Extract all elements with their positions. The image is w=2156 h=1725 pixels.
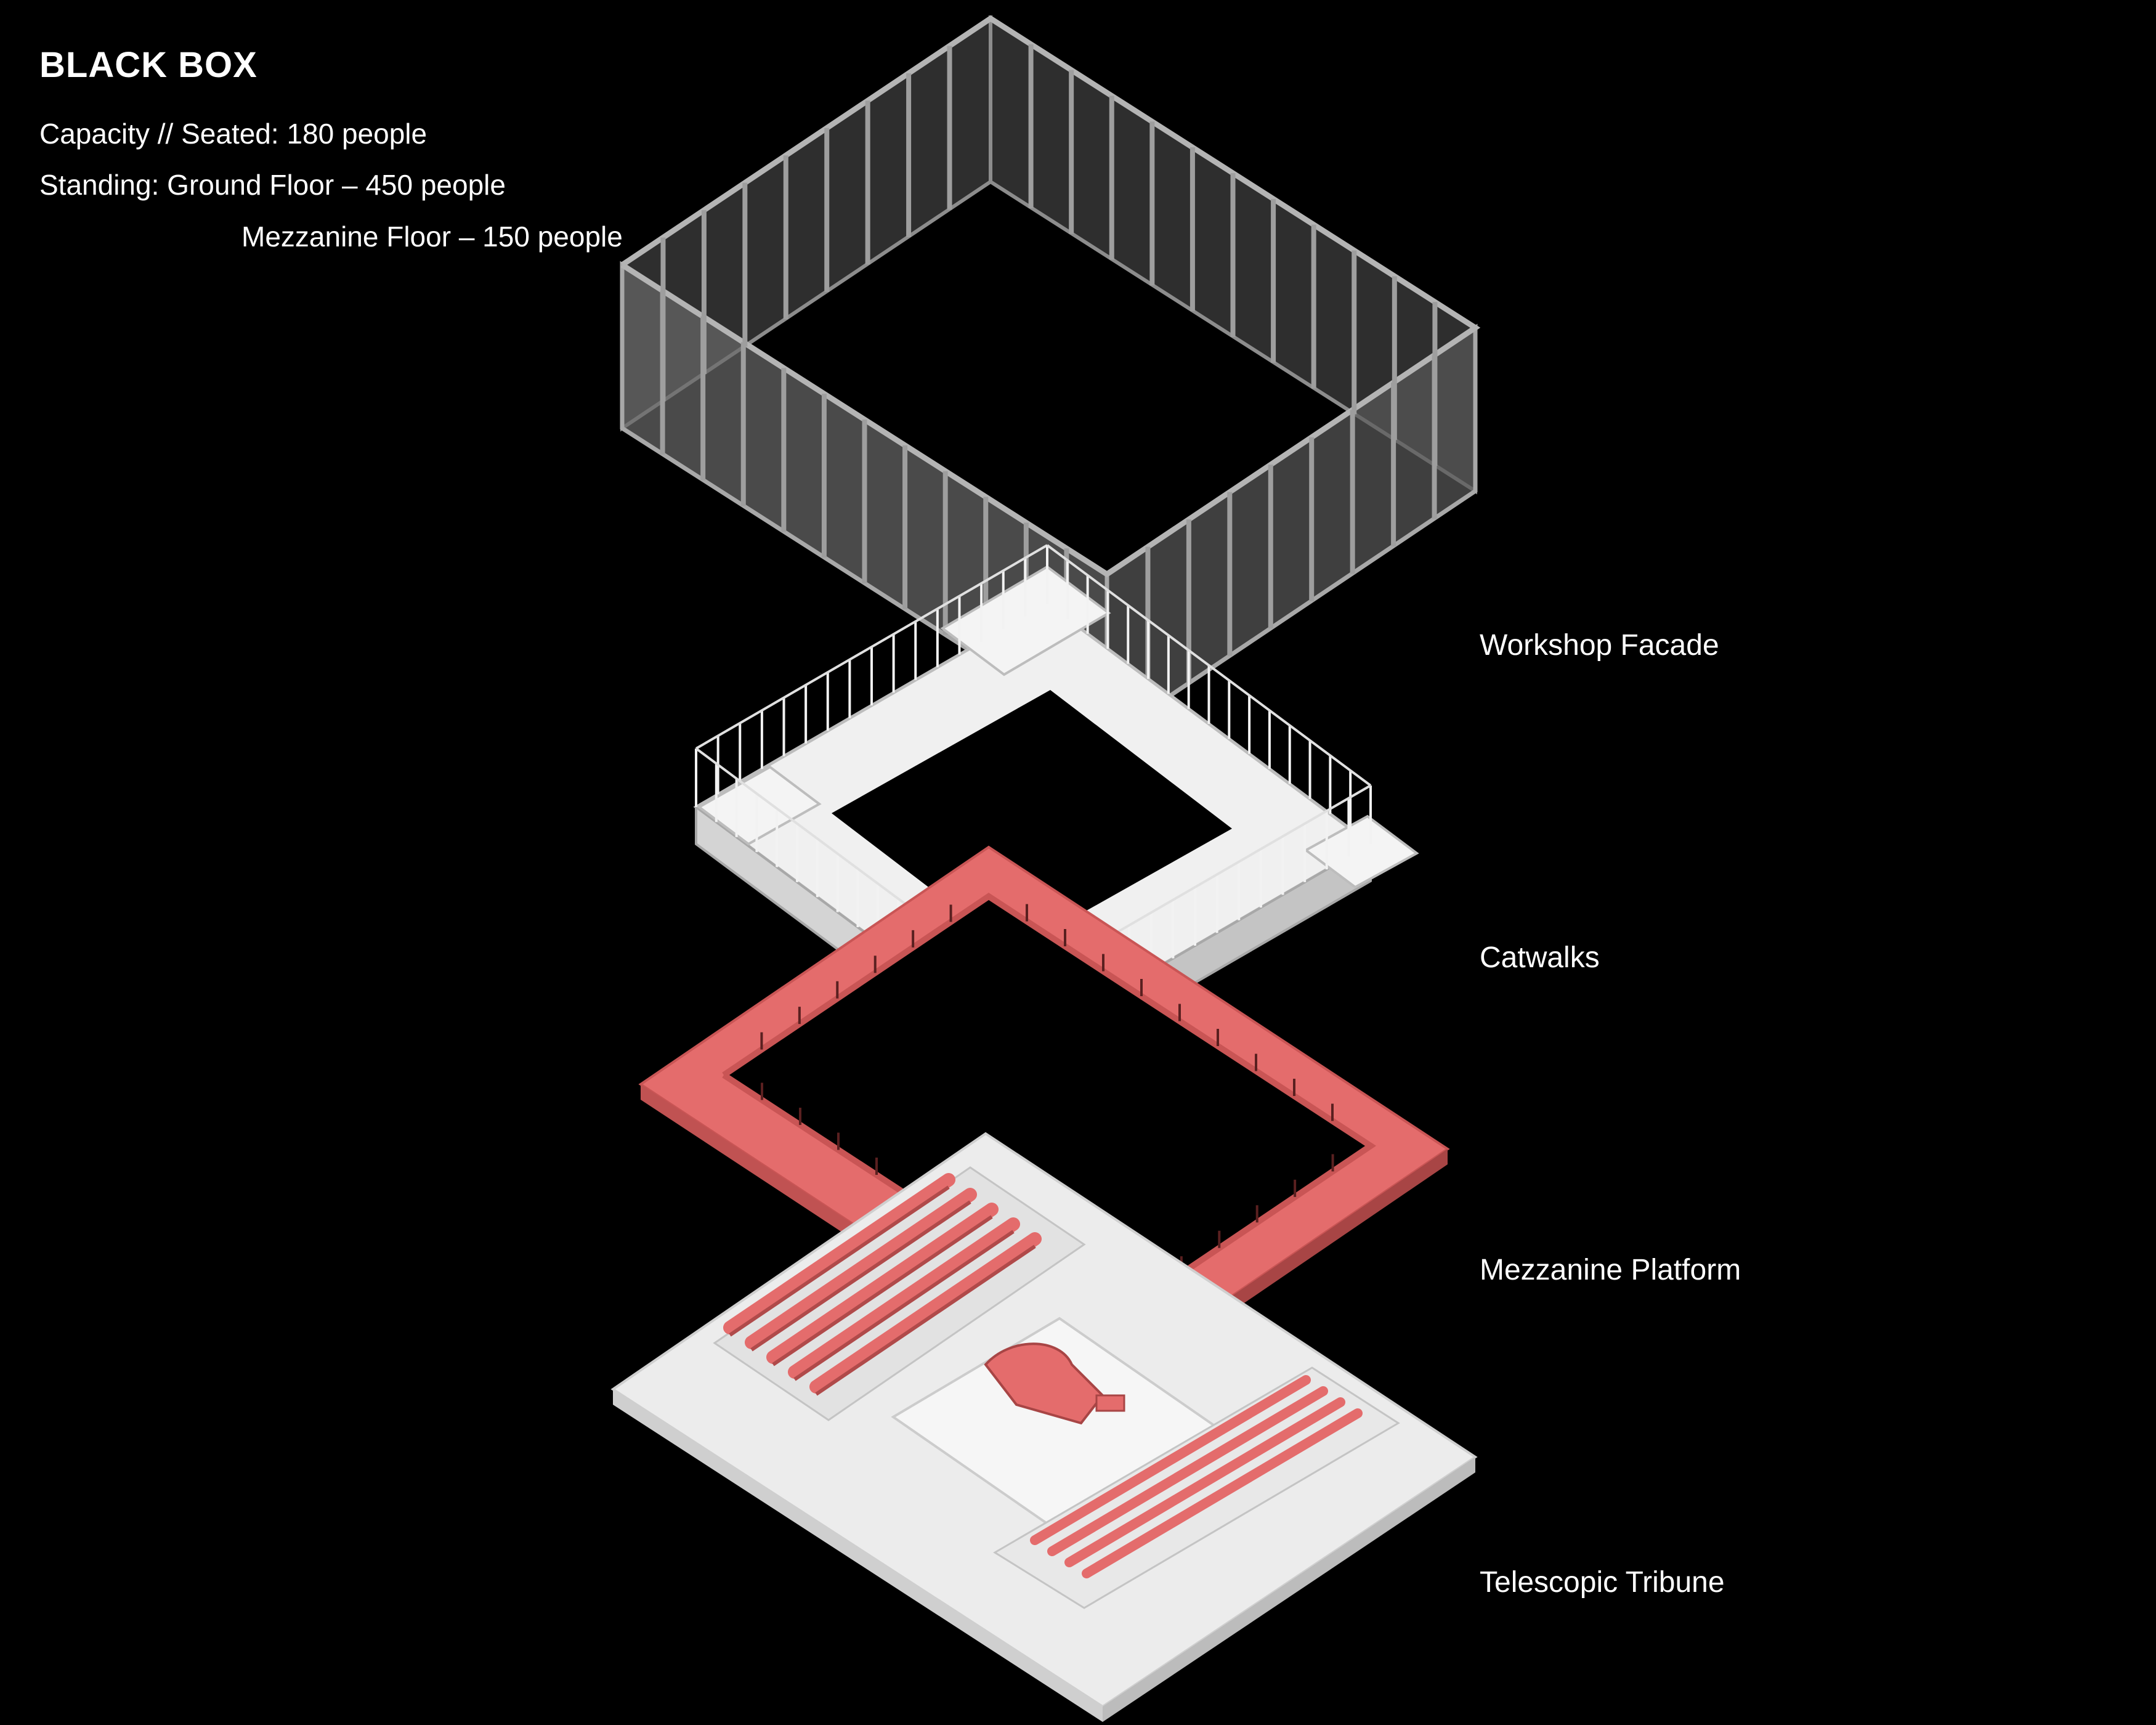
seat-row-left-shadow: [750, 1200, 971, 1352]
left-seat-rows: [723, 1173, 1042, 1396]
diagram-title: BLACK BOX: [39, 45, 257, 85]
catwalk-left-arm: [697, 765, 822, 846]
seat-row-right: [1030, 1375, 1311, 1545]
grand-piano-body: [984, 1342, 1104, 1425]
facade-front-right-wall: [1104, 323, 1478, 742]
seat-row-right: [1064, 1397, 1345, 1567]
grand-piano: [984, 1342, 1125, 1425]
catwalk-handrail: [1046, 544, 1372, 787]
label-mezzanine-platform: Mezzanine Platform: [1480, 1254, 1741, 1286]
seat-row-left: [745, 1188, 977, 1349]
right-seat-rows: [1030, 1375, 1363, 1578]
catwalk-handrail: [695, 544, 1048, 750]
seat-row-right: [1082, 1408, 1363, 1578]
seat-row-left-shadow: [729, 1185, 950, 1337]
seat-row-left-shadow: [815, 1244, 1036, 1396]
seat-row-left: [809, 1232, 1042, 1394]
seat-row-right: [1047, 1386, 1328, 1556]
tribune-slab-side-right: [1103, 1457, 1475, 1722]
seat-row-left: [766, 1203, 999, 1364]
seat-row-left-shadow: [772, 1215, 993, 1366]
seat-row-left-shadow: [793, 1230, 1015, 1381]
catwalk-right-arm: [1303, 814, 1419, 889]
seat-row-left: [723, 1173, 955, 1334]
label-catwalks: Catwalks: [1480, 941, 1600, 974]
label-workshop-facade: Workshop Facade: [1480, 629, 1719, 662]
tribune-slab-side-left: [613, 1389, 1103, 1722]
seat-row-left: [788, 1217, 1020, 1379]
telescopic-tribune-layer: [610, 1132, 1478, 1722]
capacity-seated: Capacity // Seated: 180 people: [39, 118, 428, 150]
mezzanine-ring-hole: [724, 896, 1371, 1325]
piano-bench: [1095, 1394, 1125, 1412]
capacity-standing-mezzanine: Mezzanine Floor – 150 people: [241, 221, 623, 253]
label-telescopic-tribune: Telescopic Tribune: [1480, 1566, 1725, 1599]
workshop-facade-layer: [620, 15, 1481, 742]
capacity-standing-ground: Standing: Ground Floor – 450 people: [39, 169, 506, 201]
